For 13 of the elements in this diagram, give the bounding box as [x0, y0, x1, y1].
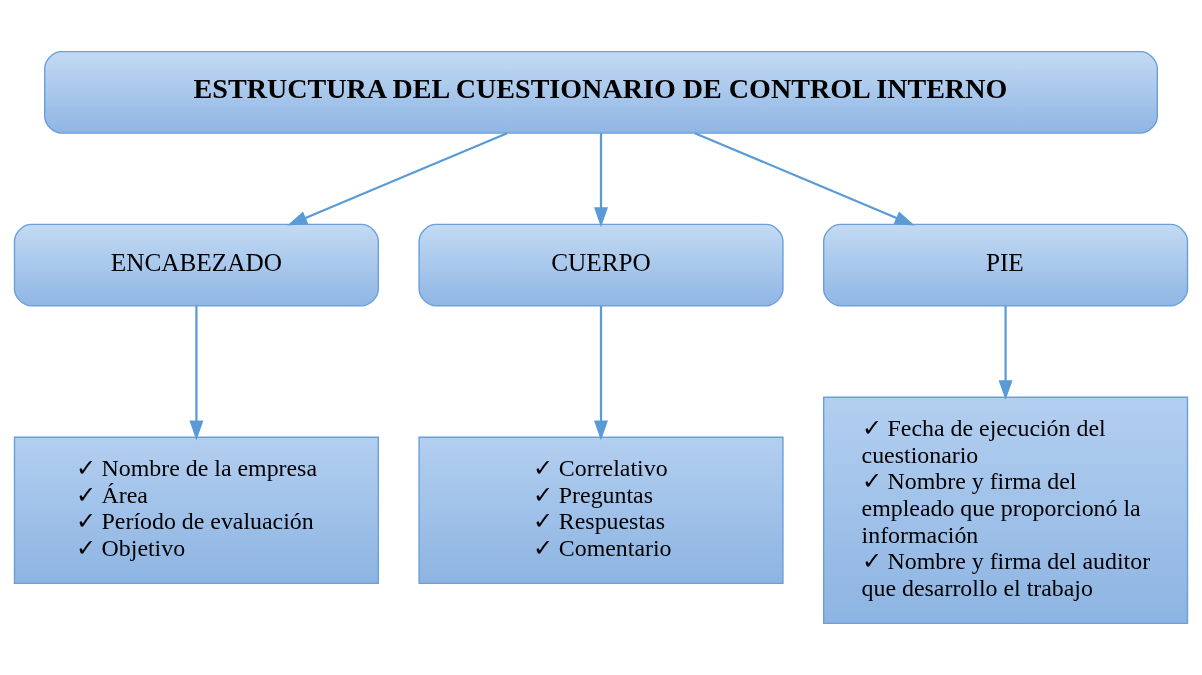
- arrow: [694, 132, 915, 226]
- node-box: PIE: [822, 223, 1189, 307]
- node-box: CUERPO: [418, 223, 784, 307]
- node-box: ESTRUCTURA DEL CUESTIONARIO DE CONTROL INTERNO: [44, 50, 1158, 134]
- arrow: [998, 306, 1013, 401]
- node-box: ENCABEZADO: [13, 223, 380, 307]
- arrow: [189, 306, 204, 441]
- arrow: [594, 133, 608, 228]
- arrow: [594, 306, 608, 441]
- node-box: ✓ Correlativo ✓ Preguntas ✓ Respuestas ✓ Comentario: [418, 436, 784, 585]
- node-box: ✓ Fecha de ejecución del cuestionario ✓ Nombre y firma del empleado que proporcionó la información ✓ Nombre y firma del auditor que desarrollo el trabajo: [822, 396, 1189, 625]
- node-box: ✓ Nombre de la empresa ✓ Área ✓ Período de evaluación ✓ Objetivo: [13, 436, 380, 585]
- arrow: [287, 132, 508, 226]
